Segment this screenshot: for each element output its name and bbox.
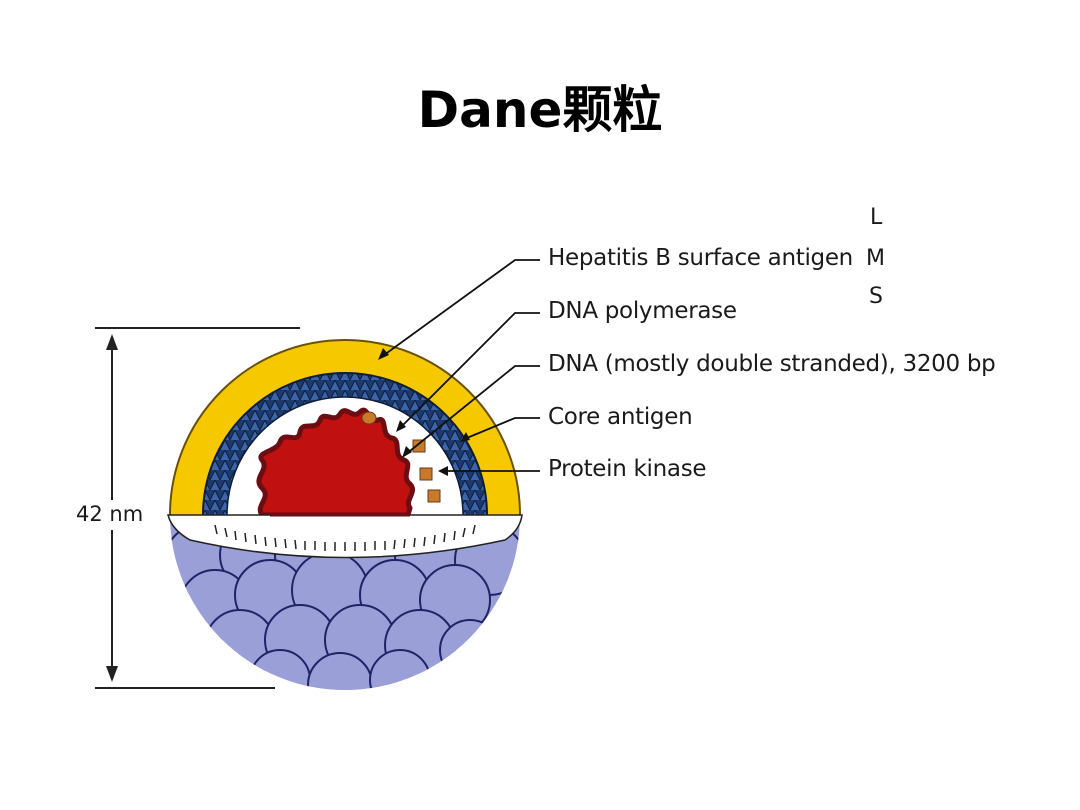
dna-genome — [256, 407, 415, 518]
diameter-label: 42 nm — [74, 502, 146, 526]
hbsag-form-l: L — [870, 205, 883, 230]
enzymes — [361, 411, 441, 503]
label-dna-polymerase: DNA polymerase — [548, 298, 737, 324]
hbsag-form-m: M — [866, 246, 885, 271]
slide-title: Dane颗粒 — [417, 81, 663, 139]
label-core-antigen: Core antigen — [548, 404, 693, 430]
hbsag-form-s: S — [869, 284, 883, 309]
capsid-section-hatching — [214, 524, 476, 551]
dimension-indicator — [95, 327, 300, 689]
label-dna: DNA (mostly double stranded), 3200 bp — [548, 351, 996, 377]
cut-plane — [167, 514, 523, 559]
leader-arrowheads — [378, 348, 470, 476]
label-hbsag: Hepatitis B surface antigen — [548, 245, 853, 271]
leader-lines — [379, 259, 540, 472]
label-protein-kinase: Protein kinase — [548, 456, 707, 482]
